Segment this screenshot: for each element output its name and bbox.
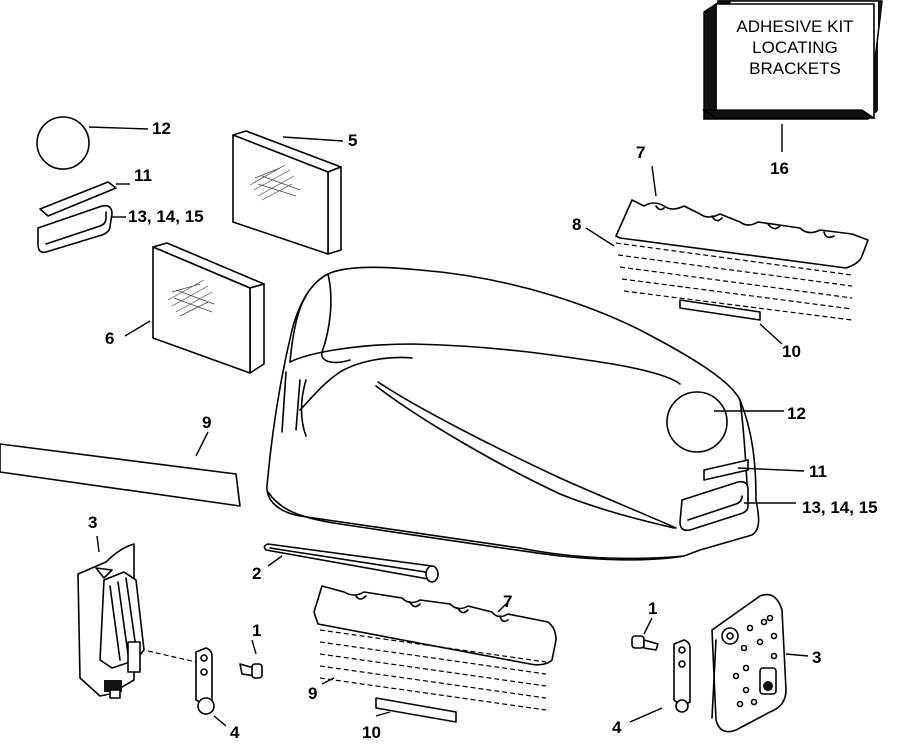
- callout-3-right: 3: [812, 648, 821, 667]
- foam-pad-upper: [232, 130, 342, 255]
- callout-10-top: 10: [782, 342, 801, 361]
- callout-2: 2: [252, 564, 261, 583]
- adhesive-strips-upper: [615, 242, 853, 321]
- kit-label-line2: LOCATING: [752, 38, 838, 57]
- leader-5: [282, 136, 344, 142]
- leader-9-left: [195, 431, 209, 457]
- lower-seal: [313, 585, 557, 666]
- callout-1-left: 1: [252, 621, 261, 640]
- alignment-line-left: [147, 650, 197, 663]
- kit-label-line1: ADHESIVE KIT: [736, 17, 853, 36]
- leader-10-bottom: [375, 711, 391, 717]
- callout-4-left: 4: [230, 723, 240, 742]
- leader-4-right: [629, 707, 663, 723]
- small-decal-set-top: [37, 181, 117, 254]
- bracket-right: [711, 593, 787, 733]
- callout-8: 8: [572, 215, 581, 234]
- clip-left: [195, 647, 215, 715]
- callout-9-left: 9: [202, 413, 211, 432]
- leader-4-left: [213, 715, 227, 727]
- callout-12-cover: 12: [787, 404, 806, 423]
- leader-8: [585, 227, 615, 247]
- callout-11-cover: 11: [809, 462, 827, 481]
- bracket-left: [77, 543, 145, 699]
- callout-131415-cover: 13, 14, 15: [802, 498, 878, 517]
- leader-2: [267, 555, 283, 567]
- small-strip-lower: [375, 697, 457, 723]
- kit-label-line3: BRACKETS: [749, 59, 841, 78]
- leader-3-left: [96, 535, 100, 553]
- clip-right: [673, 639, 691, 713]
- engine-cover: [266, 266, 760, 561]
- callout-131415-top: 13, 14, 15: [128, 207, 204, 226]
- adhesive-strips-lower: [319, 629, 547, 711]
- callout-6: 6: [105, 329, 114, 348]
- callout-7-bottom: 7: [503, 592, 512, 611]
- callout-4-right: 4: [612, 718, 622, 737]
- round-decal-cover: [666, 391, 728, 453]
- leader-10-top: [759, 323, 783, 345]
- callout-5: 5: [348, 131, 357, 150]
- adhesive-kit-box: ADHESIVE KIT LOCATING BRACKETS: [702, 0, 883, 120]
- leader-7-top: [651, 165, 657, 197]
- leader-1-left: [251, 639, 257, 655]
- leader-7-bottom: [497, 603, 507, 613]
- small-strip-upper: [679, 299, 761, 321]
- small-decal-set-cover: [679, 459, 749, 532]
- leader-9-bottom: [321, 677, 335, 685]
- round-decal-top: [36, 116, 90, 170]
- leader-1-right: [643, 617, 653, 635]
- grommet-strip: [263, 543, 439, 583]
- screw-right: [631, 635, 659, 651]
- leader-3-right: [785, 653, 809, 657]
- callout-10-bottom: 10: [362, 723, 381, 742]
- callout-11-top: 11: [134, 166, 152, 185]
- leader-11-cover: [737, 467, 805, 472]
- callout-16: 16: [770, 159, 789, 178]
- callout-9-bottom: 9: [308, 684, 317, 703]
- callout-1-right: 1: [648, 599, 657, 618]
- callout-7-top: 7: [636, 143, 645, 162]
- foam-pad-lower: [152, 242, 265, 374]
- leader-12-top: [88, 126, 149, 130]
- leader-6: [124, 320, 151, 337]
- screw-left: [239, 663, 263, 679]
- rear-seal-upper: [615, 199, 869, 269]
- callout-12-top: 12: [152, 119, 171, 138]
- seal-strip-left: [0, 443, 241, 507]
- callout-3-left: 3: [88, 513, 97, 532]
